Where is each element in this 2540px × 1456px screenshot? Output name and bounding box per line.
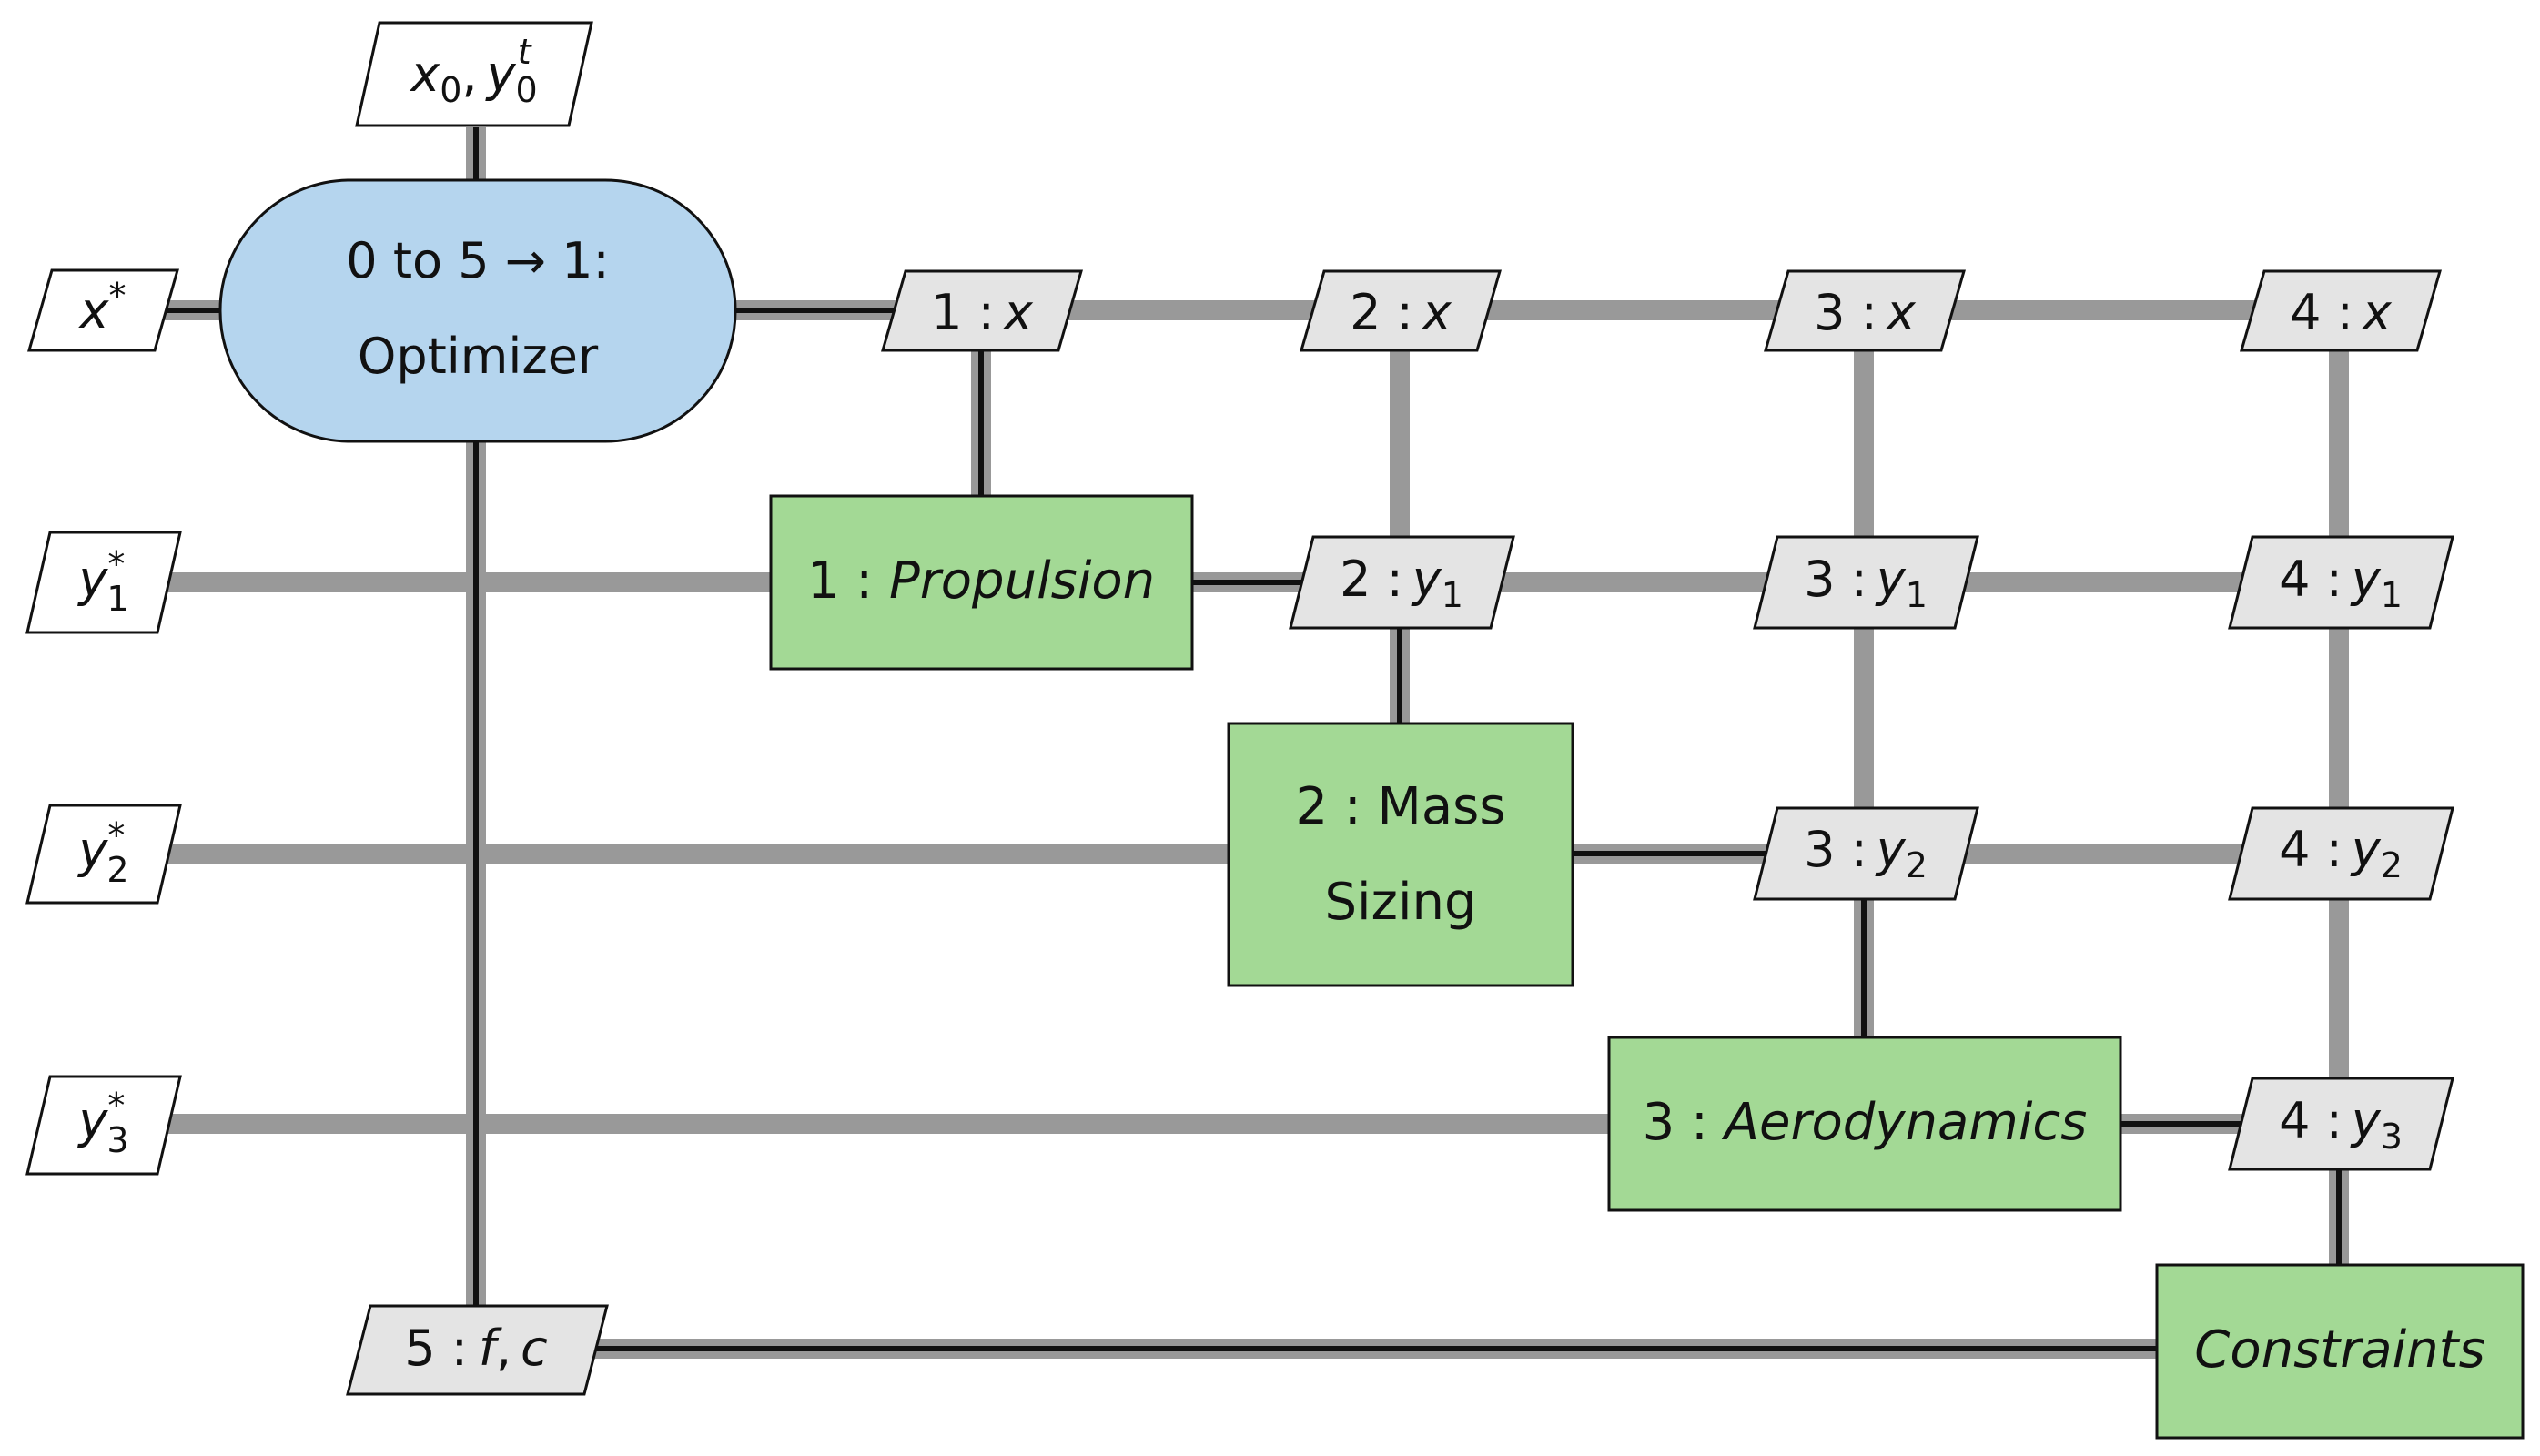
svg-text:y*2: y*2 xyxy=(76,815,128,890)
svg-text:y*3: y*3 xyxy=(76,1086,128,1160)
optimizer-label-line2: Optimizer xyxy=(358,328,599,385)
aerodynamics-step: 3 : xyxy=(1643,1093,1708,1152)
var-5-fc: 5 :f,c xyxy=(346,1304,609,1396)
process-flow xyxy=(164,127,2342,1351)
propulsion-node: 1 : Propulsion xyxy=(769,494,1194,671)
constraints-name: Constraints xyxy=(2194,1320,2485,1380)
var-2-y1: 2 :y1 xyxy=(1289,535,1515,630)
var-4-x: 4 :x xyxy=(2240,269,2442,352)
input-y3-star: y*3 xyxy=(25,1075,182,1176)
mass-sizing-line2: Sizing xyxy=(1324,873,1476,932)
mass-sizing-node: 2 : Mass Sizing xyxy=(1227,722,1574,987)
input-x-star: x* xyxy=(27,268,179,352)
var-4-y2: 4 :y2 xyxy=(2228,806,2454,901)
var-1-x: 1 :x xyxy=(881,269,1083,352)
var-3-y1: 3 :y1 xyxy=(1753,535,1979,630)
svg-text:1 : Propulsion: 1 : Propulsion xyxy=(807,551,1155,611)
svg-text:1 :x: 1 :x xyxy=(931,284,1034,341)
svg-text:y*1: y*1 xyxy=(76,544,128,619)
svg-text:x*: x* xyxy=(78,276,126,339)
svg-text:2 :y1: 2 :y1 xyxy=(1340,551,1463,615)
optimizer-label-line1: 0 to 5 → 1: xyxy=(346,232,609,289)
propulsion-step: 1 : xyxy=(807,551,873,611)
svg-text:3 :y1: 3 :y1 xyxy=(1804,551,1928,615)
input-x0-y0t: x0,y0t xyxy=(355,21,593,127)
var-2-x: 2 :x xyxy=(1300,269,1502,352)
aerodynamics-name: Aerodynamics xyxy=(1722,1093,2088,1152)
svg-text:3 : Aerodynamics: 3 : Aerodynamics xyxy=(1643,1093,2088,1152)
mass-sizing-line1: 2 : Mass xyxy=(1295,777,1505,836)
var-3-y2: 3 :y2 xyxy=(1753,806,1979,901)
svg-text:4 :y1: 4 :y1 xyxy=(2279,551,2403,615)
svg-text:5 :f,c: 5 :f,c xyxy=(404,1320,548,1377)
aerodynamics-node: 3 : Aerodynamics xyxy=(1607,1036,2122,1212)
input-y2-star: y*2 xyxy=(25,804,182,905)
var-4-y1: 4 :y1 xyxy=(2228,535,2454,630)
optimizer-node: 0 to 5 → 1: Optimizer xyxy=(218,178,737,443)
var-4-y3: 4 :y3 xyxy=(2228,1077,2454,1171)
svg-text:4 :x: 4 :x xyxy=(2290,284,2393,341)
svg-text:2 :x: 2 :x xyxy=(1350,284,1452,341)
svg-text:4 :y3: 4 :y3 xyxy=(2279,1092,2403,1157)
svg-text:3 :y2: 3 :y2 xyxy=(1804,821,1928,885)
svg-text:3 :x: 3 :x xyxy=(1814,284,1917,341)
propulsion-name: Propulsion xyxy=(889,551,1155,611)
svg-text:x0,y0t: x0,y0t xyxy=(409,32,537,110)
svg-text:4 :y2: 4 :y2 xyxy=(2279,821,2403,885)
input-y1-star: y*1 xyxy=(25,531,182,634)
var-3-x: 3 :x xyxy=(1764,269,1966,352)
constraints-node: Constraints xyxy=(2155,1263,2525,1440)
